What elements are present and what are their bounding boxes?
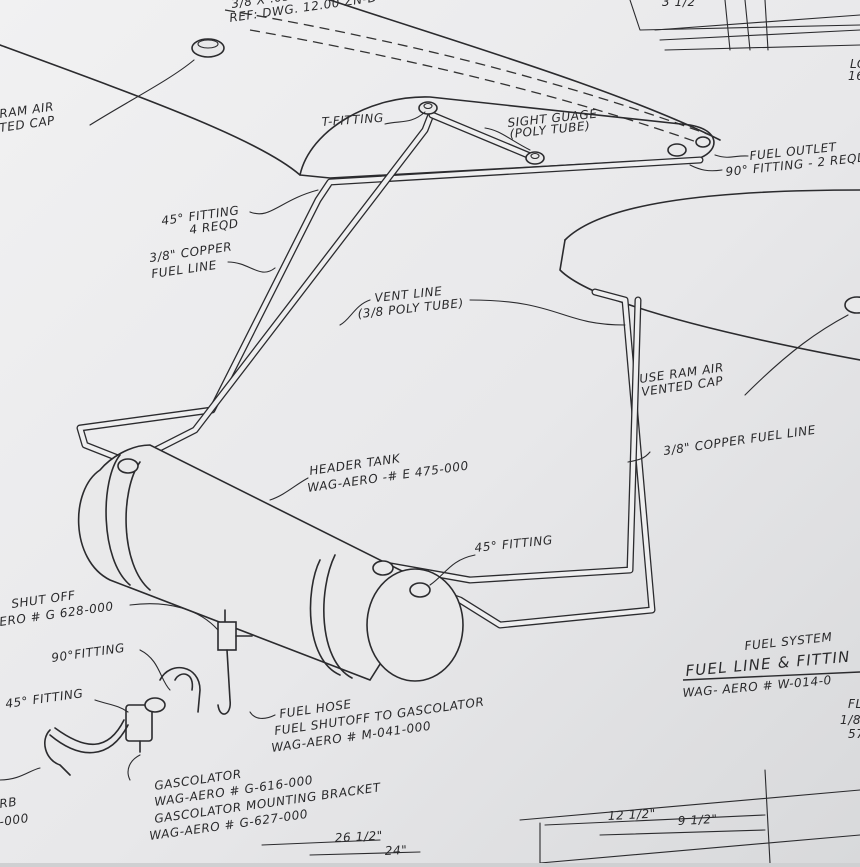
- header-tank-end-cap: [366, 568, 464, 682]
- dim-top-3-5: 3 1/2: [662, 0, 696, 9]
- edge-right-label-2: 16: [848, 69, 860, 83]
- edge-right-label-1: LOW: [850, 57, 860, 71]
- right-wing-bottom: [559, 239, 860, 361]
- dim-26-5-label: 26 1/2": [334, 828, 383, 844]
- top-ref-1: 3/8 X .035: [230, 0, 299, 11]
- fitting-45-4req-label-2: 4 REQD: [188, 216, 239, 237]
- leader-lines: [0, 111, 749, 781]
- t-fitting-label: T-FITTING: [321, 111, 384, 129]
- wing-spar-dashed-2: [249, 29, 706, 146]
- tank-top-fitting: [117, 458, 139, 474]
- dim-24-label: 24": [384, 843, 407, 858]
- fuel-outlet-fitting: [667, 136, 711, 157]
- edge-right-label-5: 57: [848, 727, 860, 741]
- carb-label-1: RB: [0, 795, 18, 811]
- header-tank: [77, 444, 464, 682]
- right-wing-top: [564, 189, 860, 241]
- dim-12-5-label: 12 1/2": [607, 806, 656, 822]
- ram-air-cap-right: [744, 296, 860, 396]
- dim-9-5-label: 9 1/2": [677, 812, 718, 828]
- edge-right-label-4: 1/8: [840, 713, 860, 727]
- wing-top-edge: [329, 0, 721, 141]
- wing-tank-plate: [299, 96, 715, 179]
- wing-leading-edge: [0, 44, 301, 176]
- t-fitting: [418, 101, 438, 115]
- sight-gauge-fitting: [525, 151, 545, 165]
- carb-label-2: -000: [0, 811, 30, 829]
- top-right-table: [629, 0, 860, 51]
- sight-gauge-tube: [428, 111, 539, 162]
- title-block: [519, 671, 860, 864]
- tank-outlet-fitting: [409, 582, 431, 598]
- wing-spar-dashed-1: [224, 9, 711, 136]
- vent-line: [128, 108, 436, 466]
- ram-air-cap-left: [89, 38, 225, 126]
- edge-right-label-3: FL: [848, 697, 860, 711]
- tank-vent-fitting: [372, 560, 394, 576]
- dimension-lines: [261, 814, 766, 856]
- gascolator: [44, 666, 201, 776]
- fuel-shutoff-valve: [217, 609, 253, 715]
